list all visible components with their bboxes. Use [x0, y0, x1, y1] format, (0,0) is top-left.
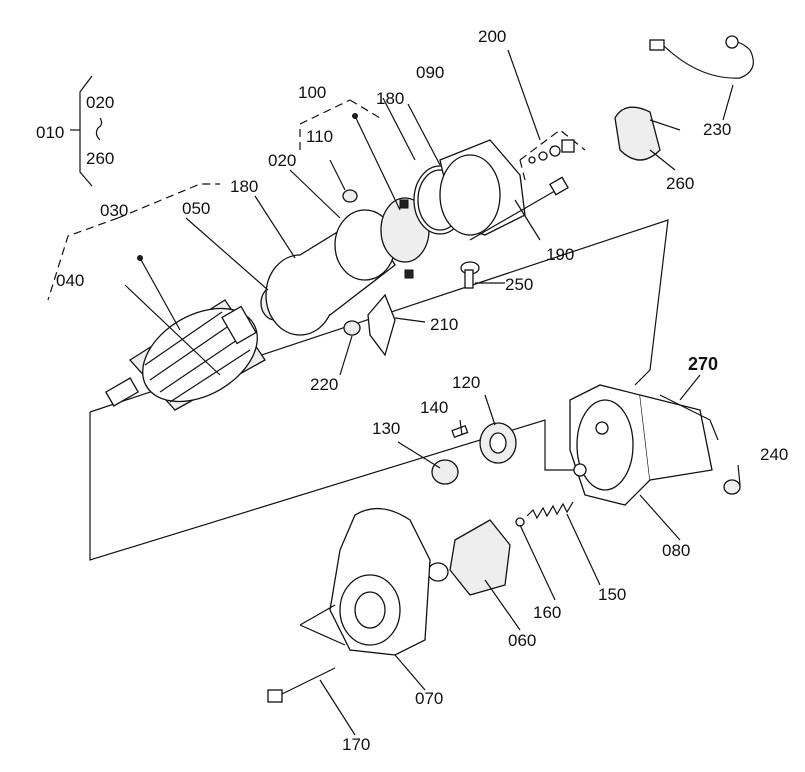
label-020-group: 020 — [86, 93, 114, 112]
label-140: 140 — [420, 398, 448, 417]
label-080: 080 — [662, 541, 690, 560]
label-220: 220 — [310, 375, 338, 394]
label-260: 260 — [666, 174, 694, 193]
retainer-130 — [431, 459, 459, 485]
label-120: 120 — [452, 373, 480, 392]
label-270: 270 — [688, 354, 718, 374]
label-030: 030 — [100, 201, 128, 220]
end-frame-090 — [439, 139, 526, 236]
label-050: 050 — [182, 199, 210, 218]
label-150: 150 — [598, 585, 626, 604]
bolt-170 — [267, 667, 336, 703]
label-060: 060 — [508, 631, 536, 650]
assembly-bracket-100 — [299, 99, 381, 150]
magnetic-switch-270 — [659, 394, 719, 441]
yoke-020 — [265, 209, 396, 336]
label-180-upper: 180 — [376, 89, 404, 108]
label-160: 160 — [533, 603, 561, 622]
housing-080 — [569, 384, 713, 506]
nut-240 — [723, 479, 741, 495]
label-040: 040 — [56, 271, 84, 290]
part-labels: 010 020 260 030 040 050 180 020 110 100 … — [36, 27, 788, 754]
group-bracket-010 — [70, 75, 103, 187]
gear-120 — [479, 422, 517, 464]
front-bracket-070 — [299, 508, 431, 656]
label-170: 170 — [342, 735, 370, 754]
screw-250 — [460, 261, 480, 289]
label-090: 090 — [416, 63, 444, 82]
label-130: 130 — [372, 419, 400, 438]
label-260-group: 260 — [86, 149, 114, 168]
nut-220 — [343, 320, 361, 336]
label-180-left: 180 — [230, 177, 258, 196]
nut-110 — [329, 159, 358, 203]
ball-160 — [515, 517, 525, 527]
label-110: 110 — [306, 127, 333, 146]
label-070: 070 — [415, 689, 443, 708]
pinion-060 — [427, 519, 511, 596]
label-210: 210 — [430, 315, 458, 334]
cover-260 — [614, 106, 681, 161]
armature-040 — [104, 255, 266, 411]
lever-210 — [367, 293, 396, 357]
spring-150 — [526, 501, 574, 520]
leader-lines — [124, 49, 741, 736]
label-010: 010 — [36, 123, 64, 142]
label-200: 200 — [478, 27, 506, 46]
label-250: 250 — [505, 275, 533, 294]
label-230: 230 — [703, 120, 731, 139]
label-100: 100 — [298, 83, 326, 102]
nut-set-200 — [528, 139, 575, 164]
lead-wire-230 — [649, 35, 754, 79]
label-020: 020 — [268, 151, 296, 170]
assembly-bracket-200 — [519, 129, 586, 181]
label-190: 190 — [546, 245, 574, 264]
pin-140 — [451, 425, 469, 439]
assembly-bracket-030 — [47, 183, 220, 301]
label-240: 240 — [760, 445, 788, 464]
through-bolt-190 — [469, 176, 569, 241]
